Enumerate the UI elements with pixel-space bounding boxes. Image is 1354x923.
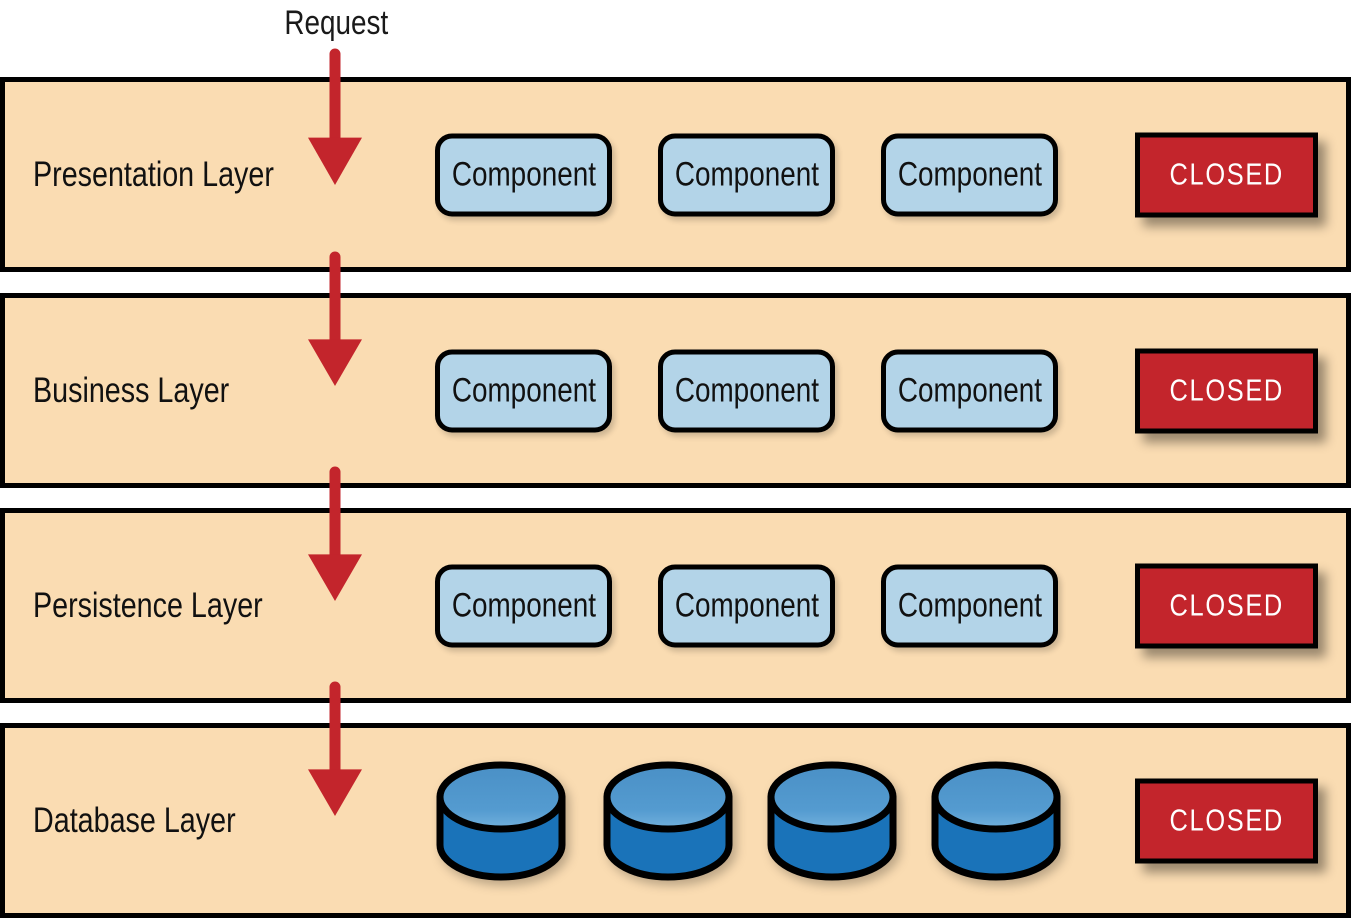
component-box: Component — [658, 133, 835, 216]
component-box: Component — [435, 349, 612, 432]
component-label: Component — [897, 371, 1042, 409]
database-cylinder-icon — [931, 761, 1061, 880]
layer-band-presentation: Presentation Layer Component Component C… — [0, 77, 1351, 272]
layer-label-database: Database Layer — [33, 801, 280, 841]
layer-band-business: Business Layer Component Component Compo… — [0, 293, 1351, 488]
closed-badge-label: CLOSED — [1169, 802, 1284, 838]
component-box: Component — [658, 349, 835, 432]
database-cylinder-icon — [436, 761, 566, 880]
layer-band-database: Database Layer CLOSED — [0, 723, 1351, 918]
closed-badge-label: CLOSED — [1169, 372, 1284, 408]
arrow-business-to-persistence — [308, 466, 362, 602]
component-label: Component — [451, 155, 596, 193]
closed-badge-database: CLOSED — [1135, 778, 1318, 863]
component-label: Component — [451, 586, 596, 624]
layer-label-text: Business Layer — [33, 370, 230, 410]
layer-label-presentation: Presentation Layer — [33, 155, 327, 195]
layer-label-text: Presentation Layer — [33, 154, 274, 194]
component-box: Component — [881, 564, 1058, 647]
layer-label-persistence: Persistence Layer — [33, 586, 313, 626]
arrow-presentation-to-business — [308, 251, 362, 387]
component-box: Component — [435, 564, 612, 647]
component-box: Component — [881, 349, 1058, 432]
closed-badge-label: CLOSED — [1169, 587, 1284, 623]
request-label-text: Request — [284, 3, 388, 42]
component-label: Component — [674, 586, 819, 624]
request-label: Request — [250, 2, 422, 44]
closed-badge-business: CLOSED — [1135, 348, 1318, 433]
closed-badge-presentation: CLOSED — [1135, 132, 1318, 217]
component-label: Component — [674, 155, 819, 193]
component-box: Component — [881, 133, 1058, 216]
layer-label-text: Persistence Layer — [33, 585, 263, 625]
arrow-persistence-to-database — [308, 681, 362, 817]
closed-badge-persistence: CLOSED — [1135, 563, 1318, 648]
request-arrow-into-presentation — [308, 48, 362, 185]
layer-label-business: Business Layer — [33, 371, 272, 411]
database-cylinder-icon — [603, 761, 733, 880]
layer-label-text: Database Layer — [33, 800, 236, 840]
component-box: Component — [435, 133, 612, 216]
component-label: Component — [897, 155, 1042, 193]
layer-band-persistence: Persistence Layer Component Component Co… — [0, 508, 1351, 703]
closed-badge-label: CLOSED — [1169, 156, 1284, 192]
component-label: Component — [451, 371, 596, 409]
component-box: Component — [658, 564, 835, 647]
component-label: Component — [897, 586, 1042, 624]
database-cylinder-icon — [767, 761, 897, 880]
component-label: Component — [674, 371, 819, 409]
